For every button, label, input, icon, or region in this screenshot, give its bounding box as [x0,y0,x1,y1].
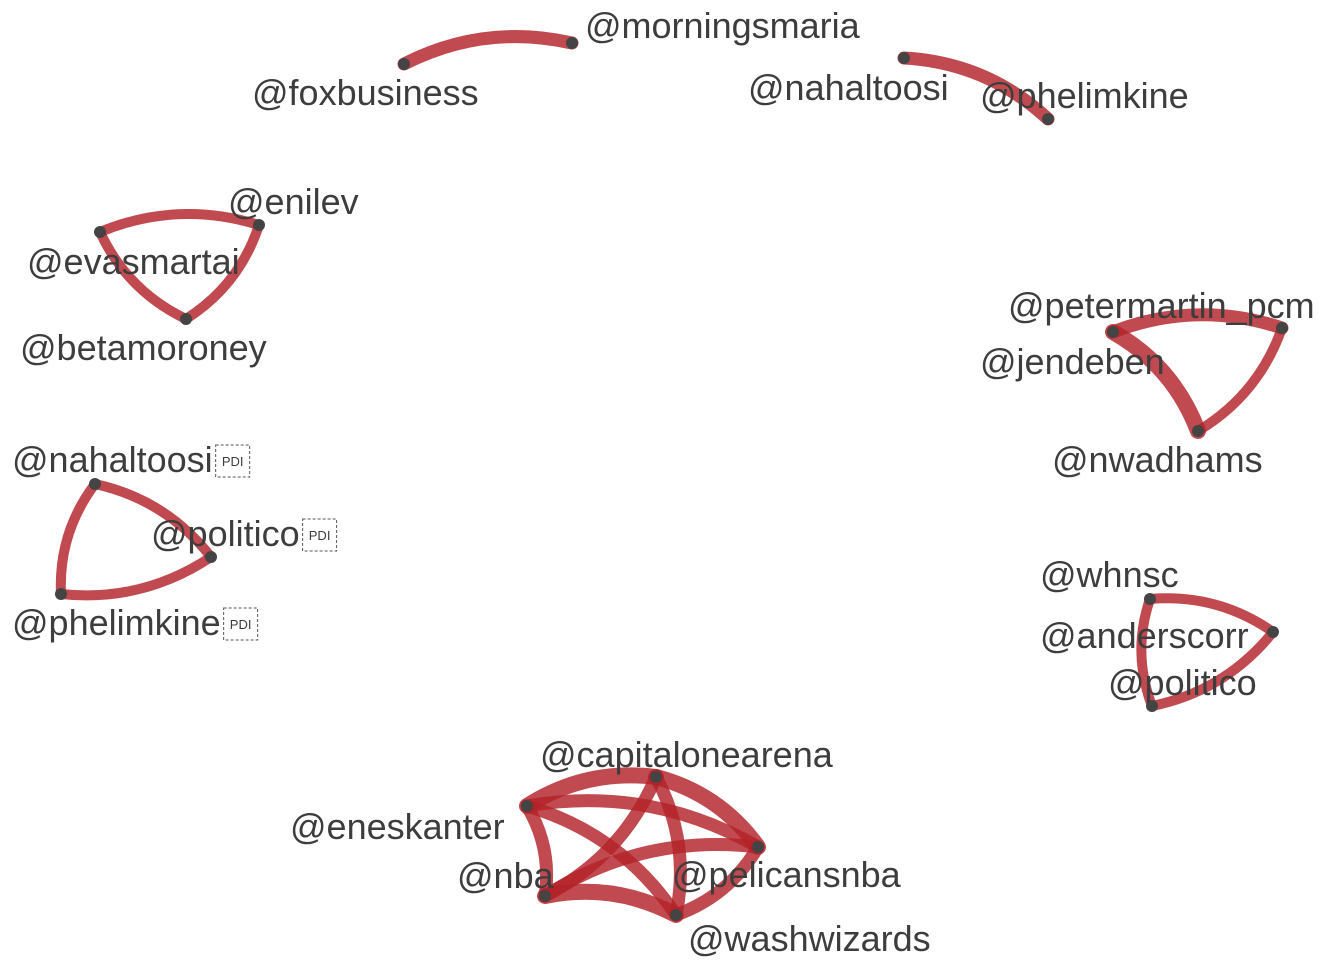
edge-anderscorr-politico_a [1147,627,1278,711]
node-whnsc [1144,593,1156,605]
edge-jendeben-nwadhams [1105,324,1206,439]
edge-phelimkine_b-nahaltoosi_b [55,479,100,599]
edge-betamoroney-evasmartai [95,227,191,324]
node-morningsmaria [566,37,578,49]
edge-politico_a-whnsc [1136,594,1157,711]
pdi-glyph-box: PDI [302,518,338,552]
edge-foxbusiness-morningsmaria [397,30,579,71]
node-nahaltoosi_a [898,52,910,64]
node-betamoroney [180,313,192,325]
edge-nba-pelicansnba [538,838,765,903]
node-label-nwadhams: @nwadhams [1052,439,1263,480]
node-label-nba: @nba [457,855,555,896]
edge-pelicansnba-washwizards [669,840,765,922]
pdi-glyph-text: PDI [222,454,244,469]
node-label-betamoroney: @betamoroney [20,327,267,368]
edge-eneskanter-nba [520,799,554,903]
node-label-foxbusiness: @foxbusiness [252,72,479,113]
node-label-capitalonearena: @capitalonearena [540,734,834,775]
node-label-phelimkine_b: @phelimkine [12,602,221,643]
node-washwizards [670,909,682,921]
edge-eneskanter-washwizards [520,799,683,922]
node-nahaltoosi_b [89,478,101,490]
edge-petermartin_pcm-nwadhams [1193,323,1287,436]
node-phelimkine_b [55,588,67,600]
node-enilev [253,219,265,231]
node-phelimkine_a [1042,113,1054,125]
node-jendeben [1107,326,1119,338]
edge-evasmartai-enilev [95,209,264,237]
node-label-whnsc: @whnsc [1040,554,1179,595]
node-foxbusiness [398,58,410,70]
edge-nahaltoosi_a-phelimkine_a [897,51,1055,126]
node-pelicansnba [752,841,764,853]
node-nwadhams [1192,425,1204,437]
node-capitalonearena [650,771,662,783]
node-eneskanter [521,800,533,812]
node-label-pelicansnba: @pelicansnba [672,854,902,895]
node-label-jendeben: @jendeben [980,341,1165,382]
node-nba [539,890,551,902]
node-label-politico_a: @politico [1108,662,1257,703]
node-label-nahaltoosi_a: @nahaltoosi [748,67,949,108]
edge-nahaltoosi_b-politico_b [90,479,216,562]
pdi-glyph-box: PDI [223,607,259,641]
node-label-enilev: @enilev [228,181,359,222]
edge-whnsc-anderscorr [1145,593,1278,637]
node-anderscorr [1267,626,1279,638]
edge-politico_b-phelimkine_b [56,552,216,601]
node-label-morningsmaria: @morningsmaria [585,5,861,46]
node-politico_b [205,551,217,563]
edge-eneskanter-pelicansnba [520,794,765,854]
node-label-eneskanter: @eneskanter [290,806,505,847]
node-label-politico_b: @politico [151,513,300,554]
edge-layer [55,30,1289,923]
label-layer: @morningsmaria @foxbusiness @nahaltoosi @ph… [12,5,1315,959]
node-label-petermartin_pcm: @petermartin_pcm [1008,285,1315,326]
node-label-phelimkine_a: @phelimkine [980,75,1189,116]
node-label-anderscorr: @anderscorr [1040,615,1249,656]
node-label-evasmartai: @evasmartai [27,241,240,282]
pdi-glyph-text: PDI [309,528,331,543]
node-evasmartai [94,226,106,238]
pdi-glyph-text: PDI [230,617,252,632]
edge-nba-washwizards [537,883,684,923]
pdi-glyph-box: PDI [215,444,251,478]
node-label-washwizards: @washwizards [688,918,931,959]
node-politico_a [1146,700,1158,712]
node-petermartin_pcm [1276,322,1288,334]
node-label-nahaltoosi_b: @nahaltoosi [12,439,213,480]
edge-enilev-betamoroney [181,220,264,324]
node-layer [55,37,1288,921]
edge-jendeben-petermartin_pcm [1106,308,1289,339]
